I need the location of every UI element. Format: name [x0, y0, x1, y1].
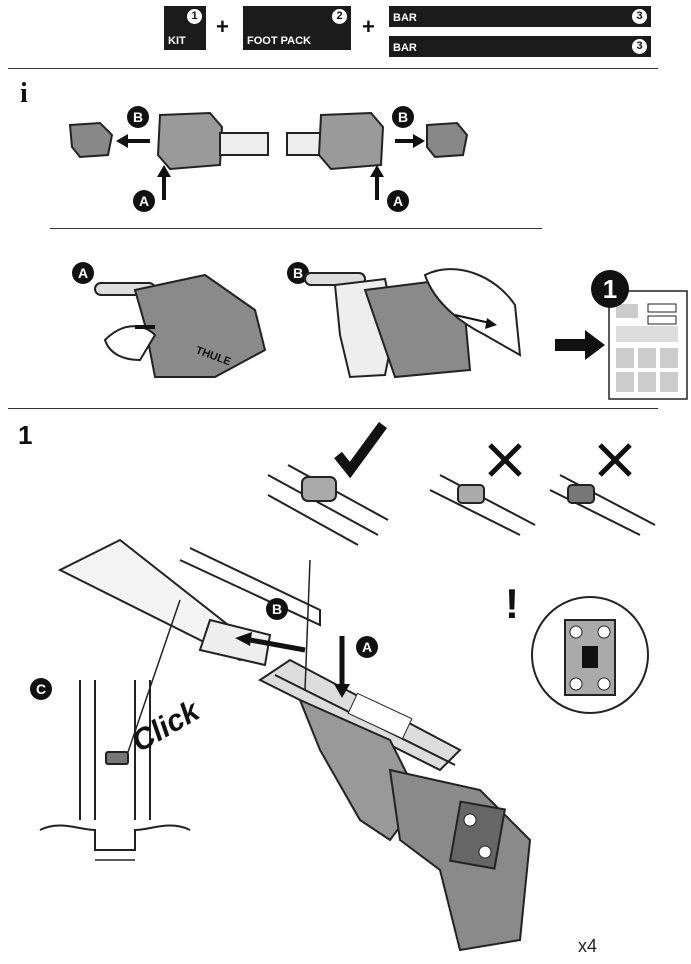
incorrect-slot-position-detail-1 [429, 443, 536, 536]
section-divider [8, 68, 658, 69]
correct-slot-position-detail [267, 422, 389, 546]
info-icon: i [20, 78, 28, 109]
incorrect-slot-position-detail-2 [549, 443, 656, 536]
warning-detail-magnifier [531, 596, 649, 714]
bar-label: BAR [393, 12, 417, 24]
plus-sign: + [362, 14, 375, 39]
hand-press-release-illustration: THULE [94, 273, 267, 378]
plus-sign: + [216, 14, 229, 39]
kit-number: 1 [187, 9, 202, 24]
bar-label: BAR [393, 42, 417, 54]
step-number: 1 [18, 420, 33, 450]
step-letter-a: A [387, 190, 409, 212]
sheet-number-badge: 1 [591, 270, 629, 308]
step-letter-b: B [287, 262, 309, 284]
step-letter-a: A [356, 636, 378, 658]
foot-pack-label: FOOT PACK [247, 35, 311, 47]
step-letter-b: B [127, 106, 149, 128]
section-divider [50, 228, 542, 229]
foot-cover-removal-right-diagram [286, 111, 469, 200]
foot-cover-removal-left-diagram [68, 111, 269, 200]
hand-slide-cover-illustration [304, 268, 522, 379]
bar-and-foot-assembly-illustration [57, 538, 532, 952]
bar-box: 3 BAR [389, 6, 651, 27]
arrow-to-sheet-icon [555, 330, 605, 360]
foot-pack-number: 2 [332, 9, 347, 24]
bar-box: 3 BAR [389, 36, 651, 57]
step-letter-b: B [266, 598, 288, 620]
step-letter-a: A [72, 262, 94, 284]
foot-pack-box: 2 FOOT PACK [243, 6, 351, 50]
kit-box: 1 KIT [164, 6, 206, 50]
bar-number: 3 [632, 9, 647, 24]
warning-icon: ! [505, 580, 519, 627]
click-detail-cross-section [39, 599, 191, 861]
step-letter-b: B [392, 106, 414, 128]
step-letter-c: C [30, 678, 52, 700]
section-divider [8, 408, 658, 409]
step-letter-a: A [133, 190, 155, 212]
quantity-label: x4 [578, 936, 598, 956]
kit-label: KIT [168, 35, 186, 47]
bar-number: 3 [632, 39, 647, 54]
instruction-sheet-thumbnail [608, 290, 688, 400]
